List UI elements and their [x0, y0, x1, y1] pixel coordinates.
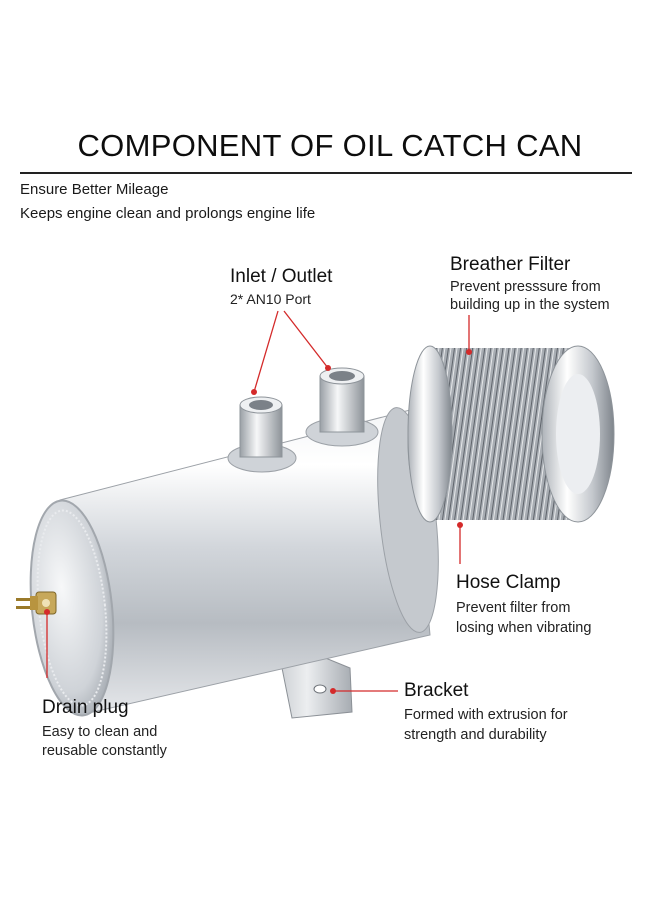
hose-clamp-label: Hose Clamp [456, 572, 561, 593]
leader-inlet [253, 310, 279, 393]
breather-filter-desc-2: building up in the system [450, 297, 610, 313]
bracket-desc-2: strength and durability [404, 727, 547, 743]
can-body [29, 407, 439, 717]
outlet-fitting [305, 367, 379, 447]
bracket-desc-1: Formed with extrusion for [404, 707, 568, 723]
subtitle-line-1: Ensure Better Mileage [20, 181, 169, 198]
breather-filter-desc-1: Prevent presssure from [450, 279, 601, 295]
leader-lines [46, 310, 470, 692]
title-divider [20, 172, 632, 174]
hose-clamp-desc-2: losing when vibrating [456, 620, 592, 636]
breather-filter [407, 345, 615, 523]
drain-plug-desc-1: Easy to clean and [42, 724, 158, 740]
drain-plug-desc-2: reusable constantly [42, 743, 167, 759]
leader-outlet [283, 310, 329, 369]
drain-plug-label: Drain plug [42, 697, 129, 718]
inlet-outlet-label: Inlet / Outlet [230, 266, 333, 287]
breather-filter-label: Breather Filter [450, 254, 571, 275]
hose-clamp-desc-1: Prevent filter from [456, 600, 571, 616]
subtitle-line-2: Keeps engine clean and prolongs engine l… [20, 205, 316, 222]
drain-plug [16, 591, 57, 615]
inlet-fitting [227, 396, 297, 473]
inlet-outlet-desc: 2* AN10 Port [230, 291, 311, 307]
leader-dots [44, 349, 472, 694]
page-title: COMPONENT OF OIL CATCH CAN [77, 128, 583, 163]
bracket-label: Bracket [404, 680, 469, 701]
